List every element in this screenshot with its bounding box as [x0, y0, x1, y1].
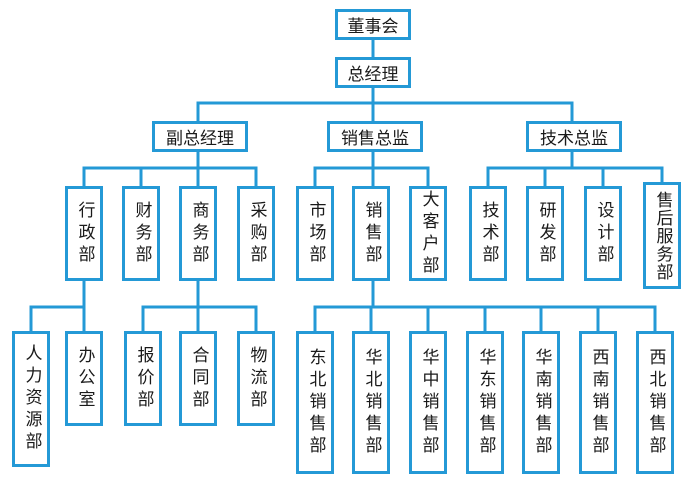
north-china-sales-label: 华北销售部 — [361, 347, 382, 458]
business-dept-box: 商务部 — [179, 186, 217, 281]
northwest-sales-label: 西北销售部 — [645, 347, 666, 458]
tech-director-label: 技术总监 — [540, 129, 608, 149]
hr-dept-label: 人力资源部 — [21, 344, 42, 454]
market-dept-label: 市场部 — [305, 200, 326, 267]
northeast-sales-box: 东北销售部 — [296, 331, 334, 474]
contract-dept-box: 合同部 — [179, 331, 217, 426]
sales-dept-label: 销售部 — [361, 200, 382, 267]
technology-dept-box: 技术部 — [469, 186, 507, 281]
design-dept-box: 设计部 — [584, 186, 622, 281]
after-sales-dept-box: 售后服务部 — [643, 182, 681, 289]
admin-dept-box: 行政部 — [65, 186, 103, 281]
admin-dept-label: 行政部 — [74, 200, 95, 267]
vice-gm-box: 副总经理 — [152, 121, 248, 152]
market-dept-box: 市场部 — [296, 186, 334, 281]
quote-dept-label: 报价部 — [133, 345, 154, 412]
general-manager-label: 总经理 — [347, 65, 399, 85]
key-account-dept-label: 大客户部 — [418, 189, 439, 278]
central-china-sales-box: 华中销售部 — [409, 331, 447, 474]
office-box: 办公室 — [65, 331, 103, 426]
southwest-sales-box: 西南销售部 — [579, 331, 617, 474]
quote-dept-box: 报价部 — [124, 331, 162, 426]
general-manager-box: 总经理 — [335, 57, 411, 88]
hr-dept-box: 人力资源部 — [12, 331, 50, 467]
northeast-sales-label: 东北销售部 — [305, 347, 326, 458]
purchase-dept-label: 采购部 — [246, 200, 267, 267]
sales-director-label: 销售总监 — [341, 129, 409, 149]
sales-dept-box: 销售部 — [352, 186, 390, 281]
finance-dept-label: 财务部 — [131, 200, 152, 267]
finance-dept-box: 财务部 — [122, 186, 160, 281]
vice-gm-label: 副总经理 — [166, 129, 234, 149]
tech-director-box: 技术总监 — [526, 121, 622, 152]
sales-director-box: 销售总监 — [327, 121, 423, 152]
southwest-sales-label: 西南销售部 — [588, 347, 609, 458]
after-sales-dept-label: 售后服务部 — [652, 190, 673, 281]
design-dept-label: 设计部 — [593, 200, 614, 267]
key-account-dept-box: 大客户部 — [409, 186, 447, 281]
office-label: 办公室 — [74, 345, 95, 412]
rnd-dept-box: 研发部 — [526, 186, 564, 281]
logistics-dept-box: 物流部 — [237, 331, 275, 426]
rnd-dept-label: 研发部 — [535, 200, 556, 267]
business-dept-label: 商务部 — [188, 200, 209, 267]
north-china-sales-box: 华北销售部 — [352, 331, 390, 474]
east-china-sales-label: 华东销售部 — [475, 347, 496, 458]
logistics-dept-label: 物流部 — [246, 345, 267, 412]
south-china-sales-label: 华南销售部 — [531, 347, 552, 458]
board-box: 董事会 — [335, 9, 411, 40]
contract-dept-label: 合同部 — [188, 345, 209, 412]
technology-dept-label: 技术部 — [478, 200, 499, 267]
board-label: 董事会 — [347, 17, 399, 37]
northwest-sales-box: 西北销售部 — [636, 331, 674, 474]
central-china-sales-label: 华中销售部 — [418, 347, 439, 458]
east-china-sales-box: 华东销售部 — [466, 331, 504, 474]
south-china-sales-box: 华南销售部 — [522, 331, 560, 474]
purchase-dept-box: 采购部 — [237, 186, 275, 281]
